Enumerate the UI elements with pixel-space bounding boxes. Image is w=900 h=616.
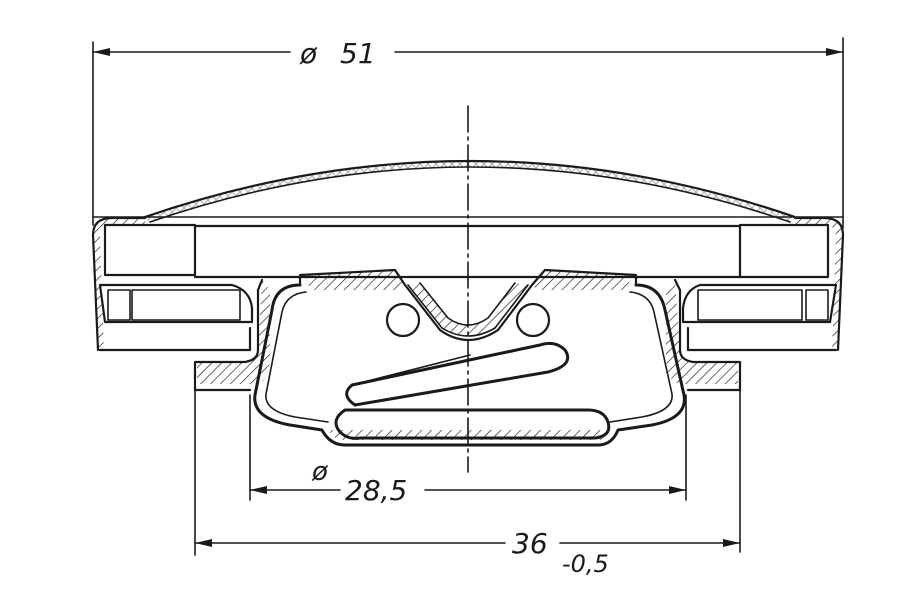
base-width-value: 36 — [512, 527, 548, 560]
valve-plate — [193, 224, 742, 279]
right-housing — [666, 216, 845, 392]
inner-diameter-dimension: ø 28,5 — [249, 394, 687, 507]
inner-diameter-symbol: ø — [311, 457, 329, 487]
valve-seat — [298, 268, 638, 341]
outer-diameter-dimension: ø 51 — [92, 37, 844, 229]
coil-spring — [334, 341, 611, 440]
o-ring-right — [515, 302, 551, 338]
spring-cup — [253, 283, 686, 447]
left-housing — [91, 216, 270, 392]
o-ring-left — [385, 302, 421, 338]
inner-diameter-value: 28,5 — [345, 474, 407, 507]
domed-cap — [92, 159, 844, 223]
outer-diameter-symbol: ø — [299, 37, 318, 70]
base-width-tolerance: -0,5 — [562, 550, 609, 578]
outer-diameter-value: 51 — [340, 37, 376, 70]
base-width-dimension: 36 -0,5 — [194, 389, 741, 578]
